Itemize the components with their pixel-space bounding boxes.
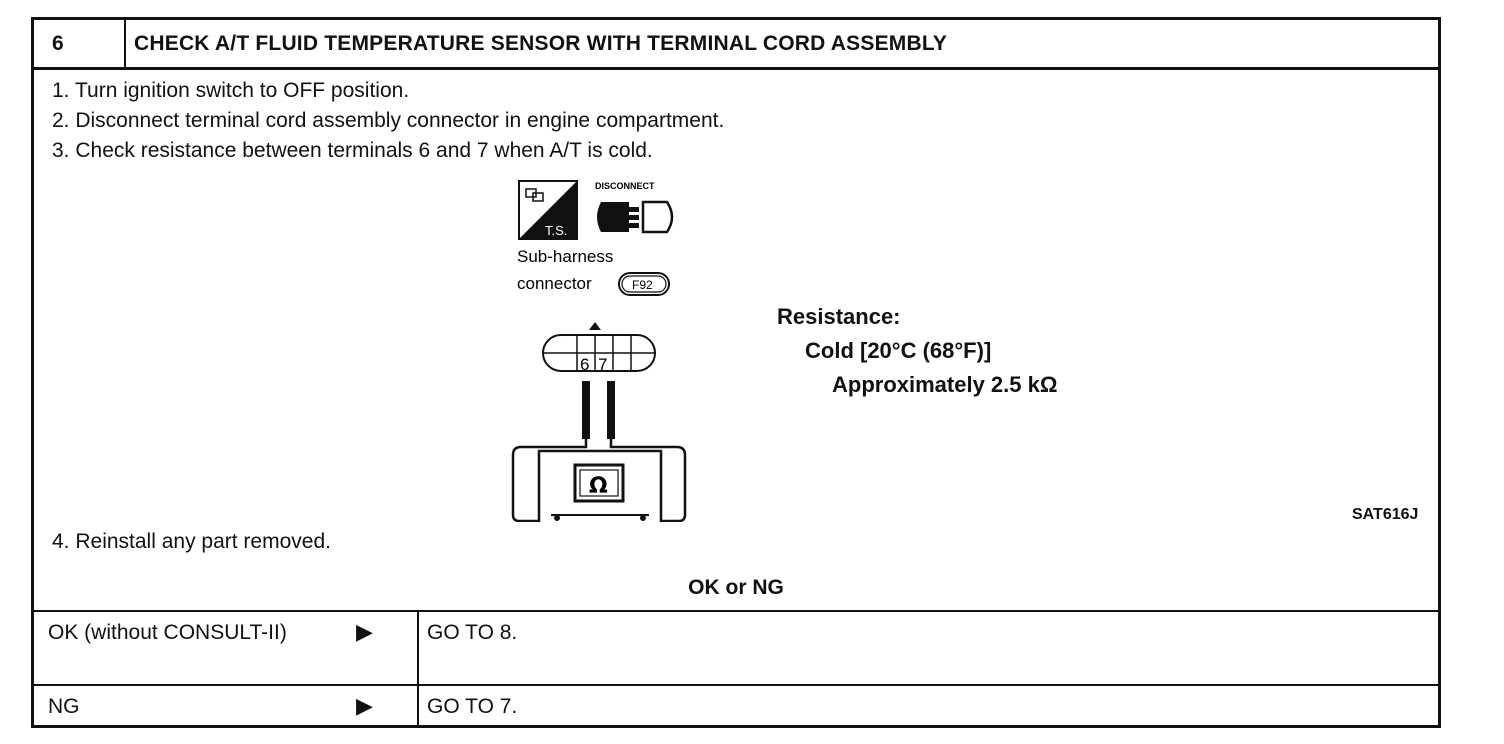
instruction-step: 4. Reinstall any part removed. [52,530,331,553]
result-heading: OK or NG [688,576,784,599]
arrow-right-icon: ▶ [356,619,373,644]
connector-code: F92 [632,278,653,292]
result-row-ok: OK (without CONSULT-II) ▶ GO TO 8. [34,610,1438,684]
resistance-spec: Resistance: Cold [20°C (68°F)] Approxima… [777,300,1058,402]
result-label: OK (without CONSULT-II) [48,621,287,644]
tool-symbol-icon: T.S. [518,180,578,240]
column-divider [417,686,419,728]
result-label: NG [48,695,80,718]
probe-right [607,381,615,439]
result-action: GO TO 7. [427,695,518,718]
result-row-ng: NG ▶ GO TO 7. [34,684,1438,728]
instruction-list: 1. Turn ignition switch to OFF position.… [52,76,724,166]
connector-diagram: T.S. DISCONNECT Sub-harness connector F9… [511,180,687,522]
instruction-step: 1. Turn ignition switch to OFF position. [52,79,410,102]
ohm-symbol: Ω [589,474,608,499]
procedure-table: 6 CHECK A/T FLUID TEMPERATURE SENSOR WIT… [31,17,1441,728]
terminal-7-label: 7 [598,355,607,374]
step-number: 6 [34,20,126,67]
resistance-condition: Cold [20°C (68°F)] [805,338,992,363]
step-title: CHECK A/T FLUID TEMPERATURE SENSOR WITH … [134,32,948,55]
connector-label-line2: connector [517,274,592,293]
instruction-step: 3. Check resistance between terminals 6 … [52,139,653,162]
figure-code: SAT616J [1352,506,1419,523]
probe-left [582,381,590,439]
disconnect-icon: DISCONNECT [595,181,674,234]
ohmmeter-icon: Ω [537,449,663,522]
ts-label: T.S. [545,223,567,238]
terminal-6-label: 6 [580,355,589,374]
resistance-value: Approximately 2.5 kΩ [832,372,1058,397]
connector-label-line1: Sub-harness [517,247,613,266]
disconnect-label: DISCONNECT [595,181,655,191]
resistance-heading: Resistance: [777,304,901,329]
instruction-step: 2. Disconnect terminal cord assembly con… [52,109,725,132]
result-action: GO TO 8. [427,621,518,644]
column-divider [417,612,419,684]
arrow-right-icon: ▶ [356,693,373,718]
table-header: 6 CHECK A/T FLUID TEMPERATURE SENSOR WIT… [34,20,1438,70]
